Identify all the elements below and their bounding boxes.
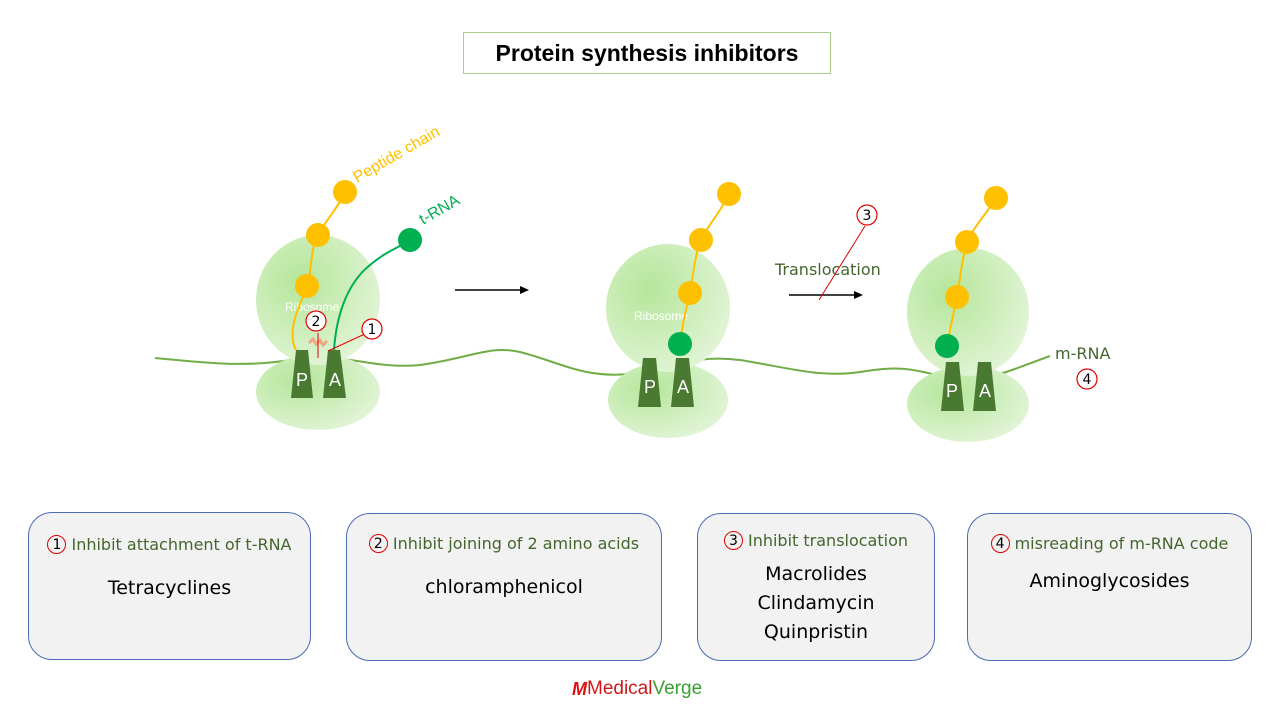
amino-acid	[945, 285, 969, 309]
mrna-label: m-RNA	[1055, 344, 1110, 363]
marker-4: 4	[1076, 368, 1098, 390]
svg-text:3: 3	[863, 208, 872, 224]
trna-anticodon	[398, 228, 422, 252]
marker-1-icon: 1	[47, 535, 67, 554]
svg-text:P: P	[946, 381, 958, 401]
translocation-label: Translocation	[774, 260, 881, 279]
a-site	[323, 350, 346, 398]
trna-label: t-RNA	[417, 192, 464, 229]
svg-text:A: A	[979, 381, 991, 401]
amino-acid	[984, 186, 1008, 210]
ribosome-1: Ribosome P A Peptide chain t-RNA	[256, 123, 463, 430]
card-heading: Inhibit translocation	[747, 531, 909, 550]
ribosome-2: Ribosome P A	[606, 182, 741, 438]
marker-2-icon: 2	[368, 534, 388, 553]
drug-name: Clindamycin	[757, 592, 875, 614]
drug-name: Aminoglycosides	[1029, 570, 1190, 592]
card-heading: Inhibit joining of 2 amino acids	[392, 534, 640, 553]
svg-text:P: P	[296, 370, 308, 390]
arrow-1	[455, 286, 529, 294]
trna-anticodon	[668, 332, 692, 356]
amino-acid	[955, 230, 979, 254]
p-site	[941, 362, 964, 411]
card-heading: misreading of m-RNA code	[1014, 534, 1229, 553]
a-site	[671, 358, 694, 407]
drug-name: Macrolides	[765, 563, 867, 585]
amino-acid	[717, 182, 741, 206]
svg-text:A: A	[329, 370, 341, 390]
amino-acid	[689, 228, 713, 252]
marker-4-icon: 4	[990, 534, 1010, 553]
amino-acid	[306, 223, 330, 247]
p-site	[638, 358, 661, 407]
marker-2: 2	[305, 310, 327, 332]
translocation-arrow: Translocation	[774, 225, 881, 301]
p-site	[291, 350, 313, 398]
svg-text:P: P	[644, 377, 656, 397]
inhibitor-card-3: 3 Inhibit translocation Macrolides Clind…	[697, 513, 935, 661]
card-heading: Inhibit attachment of t-RNA	[71, 535, 292, 554]
inhibitor-card-1: 1 Inhibit attachment of t-RNA Tetracycli…	[28, 512, 311, 660]
page-title: Protein synthesis inhibitors	[463, 32, 831, 74]
svg-text:Ribosome: Ribosome	[634, 309, 688, 323]
logo-mark-icon: M	[572, 678, 587, 699]
marker-3: 3	[856, 204, 878, 226]
svg-text:4: 4	[1083, 372, 1092, 388]
marker-3-icon: 3	[723, 531, 743, 550]
ribosome-3: P A	[907, 186, 1029, 442]
drug-name: Quinpristin	[763, 621, 869, 643]
drug-name: chloramphenicol	[425, 576, 583, 598]
svg-text:A: A	[677, 377, 689, 397]
svg-text:1: 1	[368, 322, 377, 338]
inhibitor-card-4: 4 misreading of m-RNA code Aminoglycosid…	[967, 513, 1252, 661]
amino-acid	[678, 281, 702, 305]
protein-synthesis-diagram: Ribosome P A Peptide chain t-RNA 1 2	[154, 123, 1110, 442]
trna-anticodon	[935, 334, 959, 358]
inhibitor-card-2: 2 Inhibit joining of 2 amino acids chlor…	[346, 513, 662, 661]
amino-acid	[295, 274, 319, 298]
svg-text:2: 2	[312, 314, 321, 330]
a-site	[973, 362, 996, 411]
marker-1: 1	[361, 318, 383, 340]
drug-name: Tetracyclines	[107, 577, 232, 599]
peptide-chain-label: Peptide chain	[351, 123, 443, 186]
amino-acid	[333, 180, 357, 204]
